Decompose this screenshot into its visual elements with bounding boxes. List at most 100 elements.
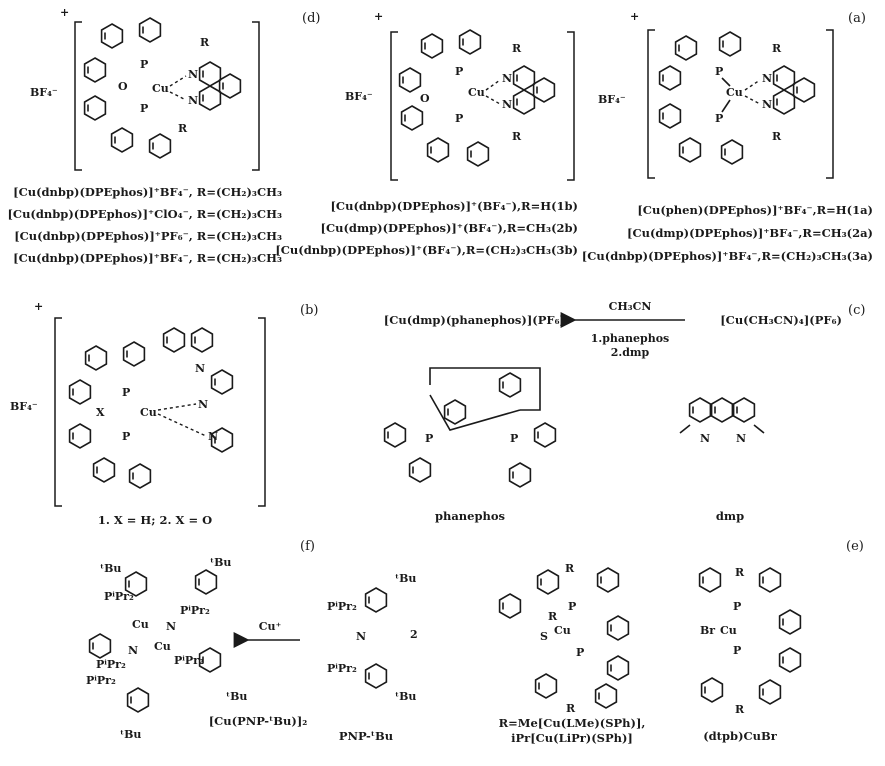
atom-p: P	[715, 112, 723, 125]
atom-n: N	[128, 644, 138, 657]
panel-b-label: (b)	[300, 303, 318, 318]
panel-b: (b) + BF₄⁻ N N N Cu P P X 1. X = H; 2. X…	[10, 300, 318, 527]
atom-n: N	[166, 620, 176, 633]
caption-line: [Cu(dnbp)(DPEphos)]⁺PF₆⁻, R=(CH₂)₃CH₃	[14, 229, 282, 243]
atom-p: P	[122, 430, 130, 443]
reagent-step-1: 1.phanephos	[591, 332, 670, 345]
atom-s: S	[540, 630, 548, 643]
bracket-left	[74, 21, 82, 171]
atom-r: R	[566, 702, 576, 715]
reagent-step-2: 2.dmp	[611, 346, 650, 359]
atom-p: P	[140, 102, 148, 115]
caption-line: [Cu(dnbp)(DPEphos)]⁺BF₄⁻,R=(CH₂)₃CH₃(3a)	[582, 249, 873, 263]
atom-n: N	[502, 98, 512, 111]
panel-dm-charge: +	[374, 10, 383, 23]
bracket-right	[258, 317, 266, 507]
phanephos-structure	[383, 367, 557, 488]
atom-x: X	[96, 406, 105, 419]
panel-e: (e) R R P P Cu Br (dtpb)CuBr R P R Cu S …	[499, 539, 864, 745]
atom-n: N	[700, 432, 710, 445]
bracket-right	[252, 21, 260, 171]
caption-line: [Cu(dnbp)(DPEphos)]⁺BF₄⁻, R=(CH₂)₃CH₃	[13, 185, 282, 199]
atom-n: N	[188, 68, 198, 81]
atom-r: R	[512, 42, 522, 55]
atom-p: P	[455, 112, 463, 125]
atom-p: P	[576, 646, 584, 659]
caption-line: [Cu(phen)(DPEphos)]⁺BF₄⁻,R=H(1a)	[637, 203, 873, 217]
atom-cu: Cu	[140, 406, 157, 419]
atom-pipr2: PⁱPr₂	[104, 590, 134, 603]
bracket-right	[826, 29, 834, 179]
dtpb-label: (dtpb)CuBr	[703, 729, 778, 743]
atom-r: R	[735, 703, 745, 716]
atom-p: P	[733, 600, 741, 613]
lme-structure	[498, 567, 630, 709]
atom-pipr2: PⁱPr₂	[174, 654, 204, 667]
reagent-above: CH₃CN	[609, 300, 652, 313]
atom-n: N	[188, 94, 198, 107]
atom-tbu: ᵗBu	[395, 690, 416, 703]
panel-d-label: (d)	[302, 11, 320, 26]
atom-tbu: ᵗBu	[395, 572, 416, 585]
atom-pipr2: PⁱPr₂	[327, 662, 357, 675]
atom-o: O	[420, 92, 430, 105]
atom-n: N	[198, 398, 208, 411]
bracket-right	[567, 31, 575, 181]
atom-p: P	[510, 432, 518, 445]
atom-pipr2: PⁱPr₂	[327, 600, 357, 613]
captions-a: [Cu(phen)(DPEphos)]⁺BF₄⁻,R=H(1a) [Cu(dmp…	[582, 203, 873, 263]
atom-cu: Cu	[720, 624, 737, 637]
atom-cu: Cu	[726, 86, 743, 99]
panel-a-charge: +	[630, 10, 639, 23]
caption-line: [Cu(dnbp)(DPEphos)]⁺(BF₄⁻),R=(CH₂)₃CH₃(3…	[275, 243, 578, 257]
atom-cu: Cu	[152, 82, 169, 95]
bracket-left	[54, 317, 62, 507]
bracket-left	[390, 31, 398, 181]
captions-d-left: [Cu(dnbp)(DPEphos)]⁺BF₄⁻, R=(CH₂)₃CH₃ [C…	[7, 185, 282, 265]
atom-n: N	[208, 430, 218, 443]
caption-line: [Cu(dnbp)(DPEphos)]⁺ClO₄⁻, R=(CH₂)₃CH₃	[7, 207, 282, 221]
phenyl-rings	[68, 341, 152, 489]
atom-br: Br	[700, 624, 715, 637]
dmp-label: dmp	[716, 509, 744, 523]
caption-line: [Cu(dmp)(DPEphos)]⁺(BF₄⁻),R=CH₃(2b)	[321, 221, 578, 235]
atom-cu: Cu	[554, 624, 571, 637]
atom-tbu: ᵗBu	[100, 562, 121, 575]
atom-r: R	[565, 562, 575, 575]
cu-reagent: Cu⁺	[259, 620, 282, 633]
atom-r: R	[200, 36, 210, 49]
atom-pipr2: PⁱPr₂	[96, 658, 126, 671]
phenanthroline-ring	[198, 61, 242, 111]
panel-a-counterion: BF₄⁻	[598, 93, 626, 106]
caption-line: [Cu(dnbp)(DPEphos)]⁺BF₄⁻, R=(CH₂)₃CH₃	[13, 251, 282, 265]
panel-b-charge: +	[34, 300, 43, 313]
captions-d-middle: [Cu(dnbp)(DPEphos)]⁺(BF₄⁻),R=H(1b) [Cu(d…	[275, 199, 578, 257]
carbazole-pyridyl-pyrrole	[162, 327, 234, 453]
panel-d-left: (d) + BF₄⁻ N N R R Cu P P O	[30, 6, 320, 171]
atom-p: P	[425, 432, 433, 445]
panel-dl-charge: +	[60, 6, 69, 19]
caption-line: [Cu(dnbp)(DPEphos)]⁺(BF₄⁻),R=H(1b)	[330, 199, 578, 213]
panel-dm-counterion: BF₄⁻	[345, 90, 373, 103]
atom-p: P	[715, 65, 723, 78]
panel-c-label: (c)	[848, 303, 865, 318]
atom-r: R	[512, 130, 522, 143]
atom-r: R	[772, 130, 782, 143]
atom-r: R	[548, 610, 558, 623]
phanephos-label: phanephos	[435, 509, 505, 523]
atom-tbu: ᵗBu	[120, 728, 141, 741]
atom-r: R	[178, 122, 188, 135]
panel-a: (a) + BF₄⁻ N N R R Cu P P	[598, 10, 866, 179]
phenanthroline-ring	[772, 65, 816, 115]
atom-n: N	[736, 432, 746, 445]
phenanthroline-ring	[512, 65, 556, 115]
atom-n: N	[195, 362, 205, 375]
product-label: [Cu(dmp)(phanephos)](PF₆)	[384, 313, 565, 327]
panel-f: (f) ᵗBu PⁱPr₂ N PⁱPr₂ ᵗBu 2 PNP-ᵗBu Cu⁺ …	[86, 539, 418, 743]
pnp-label: PNP-ᵗBu	[339, 729, 393, 743]
stoichiometry: 2	[410, 628, 418, 641]
panel-b-caption: 1. X = H; 2. X = O	[98, 513, 212, 527]
atom-tbu: ᵗBu	[210, 556, 231, 569]
atom-p: P	[733, 644, 741, 657]
